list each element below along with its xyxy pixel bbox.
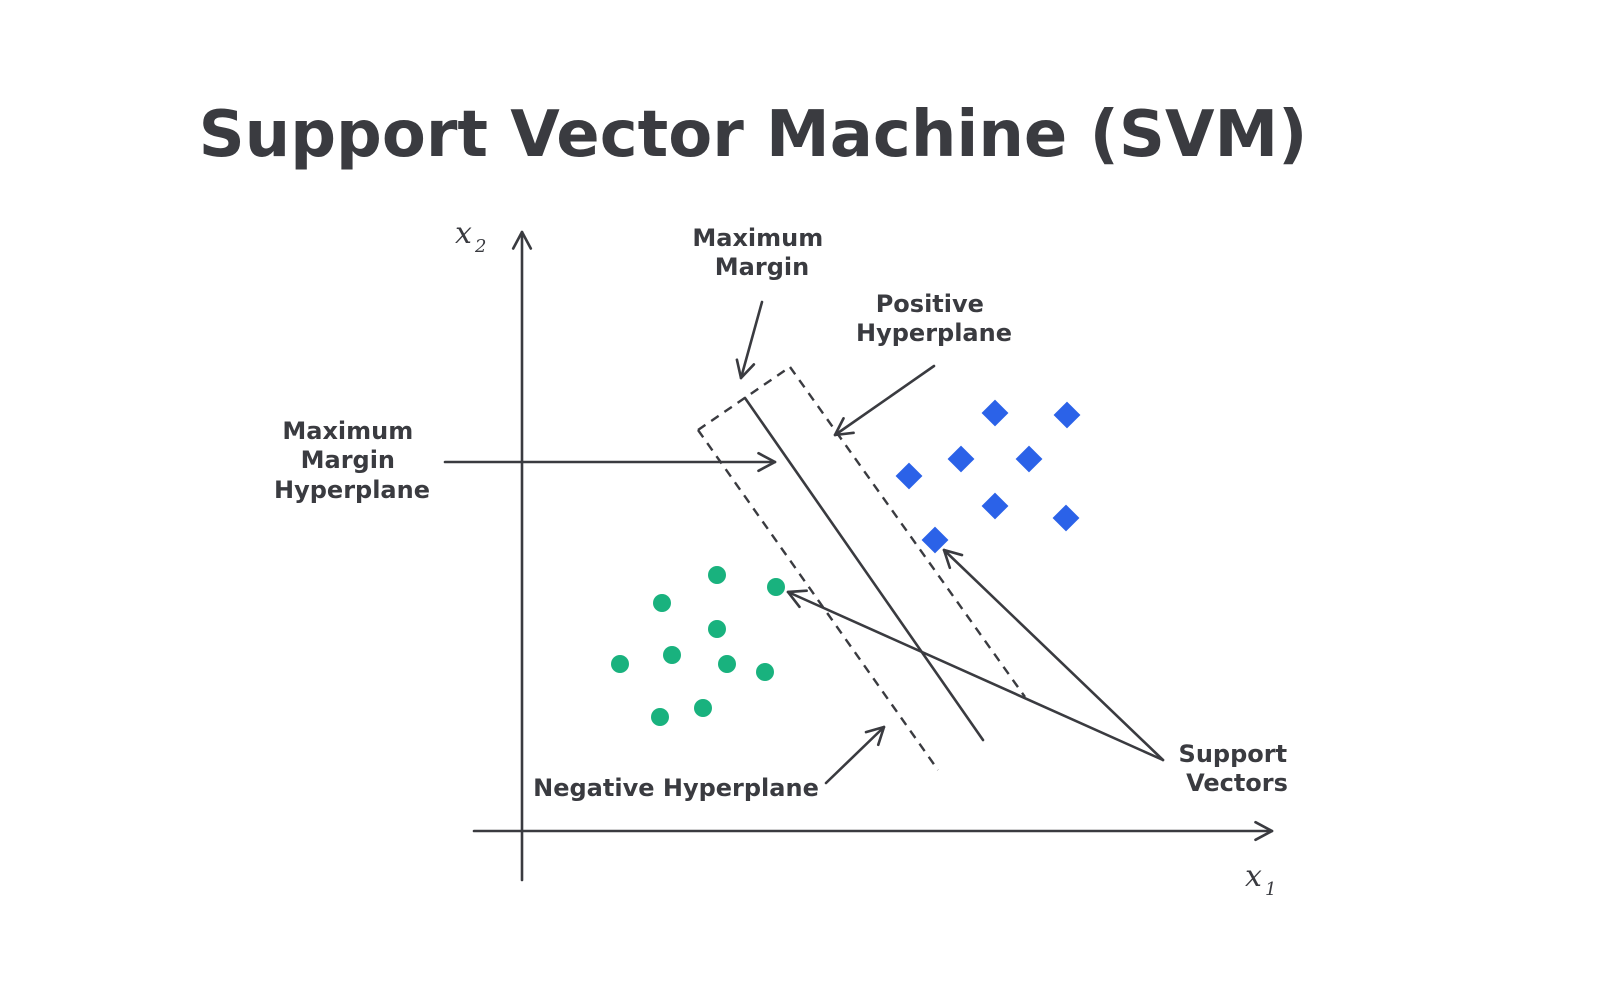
negative-point [718,655,736,673]
svg-text:x: x [455,216,472,251]
negative-point [653,594,671,612]
max-margin-hyperplane-line [743,396,985,742]
support-vector-arrow-negative [786,589,1165,762]
positive-hyperplane-label: Positive Hyperplane [856,290,1012,347]
support-vector-arrow-positive [942,548,1165,762]
positive-class-points [895,399,1081,554]
positive-hyperplane-arrow [833,364,936,437]
max-margin-hyperplane-label: Maximum Margin Hyperplane [274,417,430,504]
diagram-title: Support Vector Machine (SVM) [199,98,1308,172]
support-vectors-label: Support Vectors [1179,740,1296,797]
positive-point [947,445,975,473]
negative-class-points [611,566,785,726]
svg-text:x: x [1245,859,1262,894]
svg-text:1: 1 [1265,879,1276,900]
negative-point [767,578,785,596]
negative-point [756,663,774,681]
maximum-margin-arrow [735,300,764,380]
negative-point [708,620,726,638]
negative-point [651,708,669,726]
svg-text:2: 2 [474,236,486,257]
negative-hyperplane-arrow [824,725,886,785]
y-axis-label: x 2 [455,216,486,257]
positive-hyperplane-line [789,366,1026,698]
negative-point [663,646,681,664]
positive-point [981,492,1009,520]
maximum-margin-label: Maximum Margin [692,224,831,281]
positive-point [1053,401,1081,429]
negative-hyperplane-label: Negative Hyperplane [533,774,819,802]
positive-point [895,462,923,490]
x-axis-label: x 1 [1245,859,1276,900]
negative-hyperplane-line [697,429,939,771]
positive-point [1015,445,1043,473]
negative-point [708,566,726,584]
negative-point [694,699,712,717]
positive-point [1052,504,1080,532]
negative-point [611,655,629,673]
positive-point [981,399,1009,427]
